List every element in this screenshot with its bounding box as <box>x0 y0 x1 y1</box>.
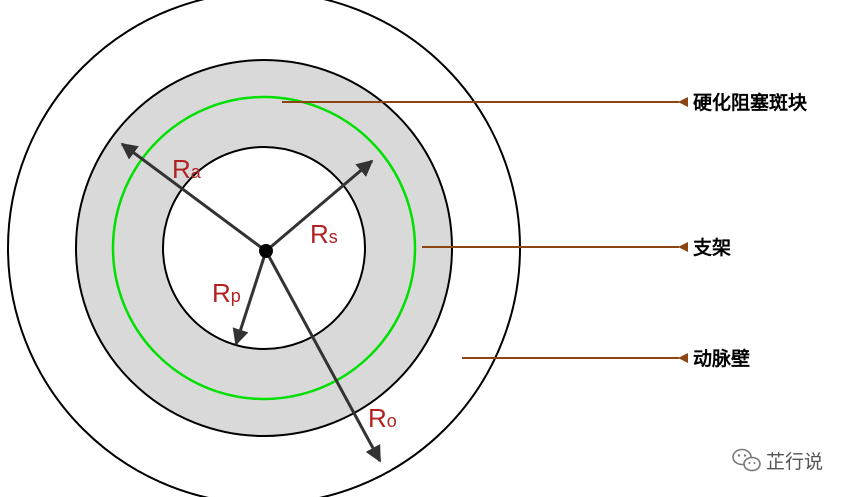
wechat-icon <box>732 448 761 472</box>
watermark-text: 芷行说 <box>766 451 823 473</box>
label-plaque: 硬化阻塞斑块 <box>693 91 808 114</box>
radius-arrow-ro <box>264 250 382 463</box>
center-point <box>259 244 273 258</box>
stent-ring <box>111 95 417 401</box>
label-ro: Ro <box>368 403 397 433</box>
radius-arrow-rs <box>265 159 374 253</box>
radius-arrow-rp <box>232 250 268 346</box>
label-ra: Ra <box>172 154 202 184</box>
label-rp: Rp <box>212 278 241 308</box>
label-stent: 支架 <box>692 237 731 259</box>
label-wall: 动脉壁 <box>693 347 750 370</box>
radius-arrow-ra <box>120 142 267 253</box>
label-rs: Rs <box>310 219 338 249</box>
